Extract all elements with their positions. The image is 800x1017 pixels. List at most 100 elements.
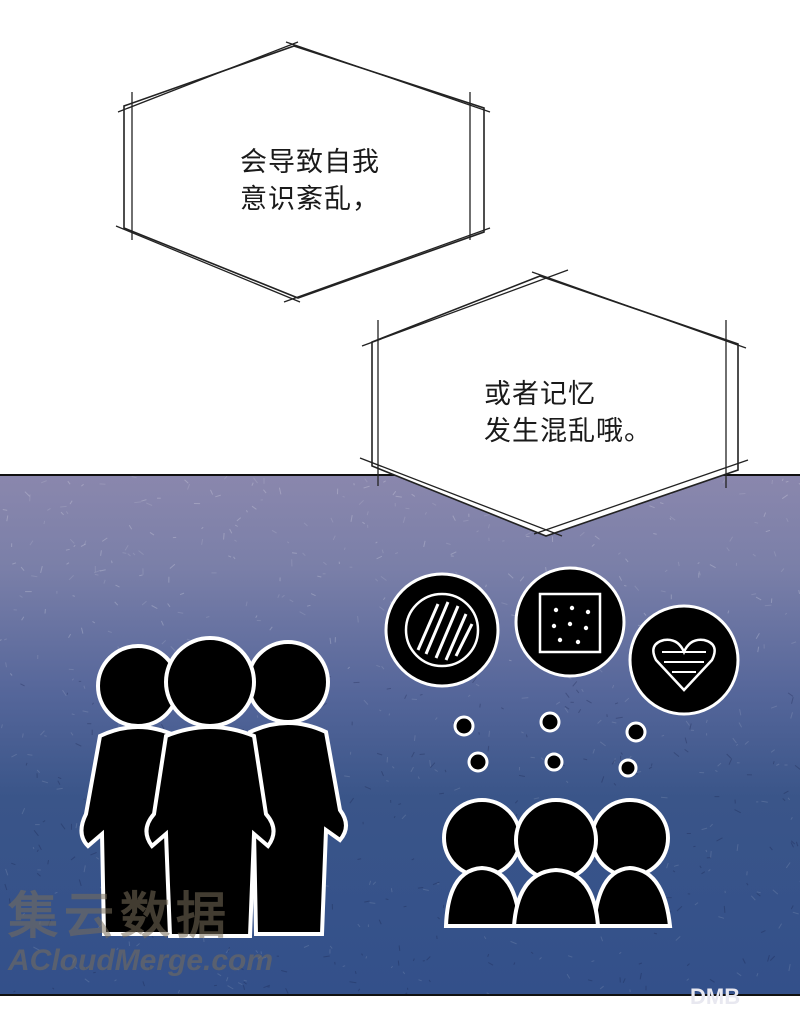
- texture-speck: [398, 803, 402, 805]
- texture-speck: [611, 759, 616, 765]
- texture-speck: [746, 882, 749, 886]
- texture-speck: [404, 992, 408, 994]
- texture-speck: [649, 505, 655, 509]
- texture-speck: [70, 732, 74, 736]
- texture-speck: [685, 720, 690, 726]
- texture-speck: [638, 962, 643, 965]
- texture-speck: [357, 615, 359, 623]
- texture-speck: [223, 476, 228, 480]
- texture-speck: [625, 558, 629, 563]
- texture-speck: [364, 478, 368, 483]
- texture-speck: [487, 953, 490, 957]
- texture-speck: [450, 551, 457, 555]
- texture-speck: [71, 678, 74, 681]
- texture-speck: [75, 823, 78, 829]
- standing-figure-right: [233, 640, 348, 936]
- texture-speck: [4, 883, 8, 891]
- texture-speck: [96, 856, 100, 860]
- bubble-1-line-1: 会导致自我: [240, 147, 380, 178]
- texture-speck: [772, 761, 775, 765]
- texture-speck: [148, 965, 151, 971]
- texture-speck: [386, 687, 392, 690]
- texture-speck: [752, 553, 756, 557]
- texture-speck: [705, 719, 708, 723]
- watermark-left-en: ACloudMerge.com: [8, 944, 274, 977]
- texture-speck: [709, 978, 715, 983]
- texture-speck: [705, 849, 708, 853]
- children-group: [442, 798, 673, 928]
- texture-speck: [639, 972, 642, 980]
- child-figure-right: [590, 798, 673, 928]
- texture-speck: [90, 851, 97, 856]
- texture-speck: [60, 505, 67, 508]
- texture-speck: [242, 985, 246, 991]
- texture-speck: [485, 584, 487, 588]
- texture-speck: [227, 985, 234, 990]
- watermark-left-cn: 集云数据: [8, 888, 232, 944]
- texture-speck: [390, 965, 394, 969]
- texture-speck: [134, 501, 142, 504]
- texture-speck: [402, 971, 406, 975]
- texture-speck: [115, 584, 120, 588]
- texture-speck: [455, 571, 458, 574]
- texture-speck: [454, 787, 461, 791]
- texture-speck: [600, 936, 604, 942]
- texture-speck: [366, 511, 369, 516]
- texture-speck: [94, 573, 99, 576]
- texture-speck: [228, 555, 232, 558]
- texture-speck: [11, 862, 16, 866]
- texture-speck: [372, 881, 377, 885]
- texture-speck: [329, 945, 333, 949]
- texture-speck: [33, 946, 40, 951]
- texture-speck: [84, 978, 90, 983]
- texture-speck: [357, 858, 362, 860]
- texture-speck: [142, 981, 145, 987]
- texture-speck: [329, 637, 332, 644]
- texture-speck: [426, 956, 431, 961]
- texture-speck: [393, 815, 396, 819]
- texture-speck: [439, 792, 444, 795]
- texture-speck: [756, 973, 759, 977]
- texture-speck: [744, 740, 749, 745]
- texture-speck: [486, 992, 490, 994]
- texture-speck: [514, 800, 519, 804]
- texture-speck: [382, 597, 386, 601]
- texture-speck: [739, 709, 742, 716]
- texture-speck: [402, 516, 406, 523]
- texture-speck: [262, 956, 267, 959]
- texture-speck: [710, 850, 712, 858]
- texture-speck: [686, 963, 690, 967]
- texture-speck: [342, 495, 345, 498]
- texture-speck: [701, 871, 706, 875]
- heart-cookie-icon: [628, 604, 740, 716]
- texture-speck: [660, 796, 668, 799]
- texture-speck: [479, 703, 481, 708]
- texture-speck: [2, 509, 8, 511]
- texture-speck: [369, 902, 376, 904]
- texture-speck: [42, 820, 46, 823]
- texture-speck: [650, 763, 653, 766]
- texture-speck: [60, 511, 64, 516]
- texture-speck: [149, 531, 155, 536]
- texture-speck: [364, 900, 370, 903]
- texture-speck: [378, 606, 385, 611]
- texture-speck: [769, 955, 776, 961]
- texture-speck: [698, 570, 701, 576]
- texture-speck: [92, 620, 96, 624]
- texture-speck: [255, 615, 258, 618]
- bubble-2-outline: [359, 269, 749, 537]
- texture-speck: [424, 512, 427, 515]
- texture-speck: [83, 540, 87, 545]
- texture-speck: [736, 844, 739, 852]
- texture-speck: [634, 585, 640, 591]
- texture-speck: [60, 823, 66, 830]
- texture-speck: [357, 988, 361, 992]
- texture-speck: [22, 733, 24, 738]
- texture-speck: [52, 987, 55, 990]
- texture-speck: [81, 483, 84, 487]
- texture-speck: [392, 490, 397, 496]
- texture-speck: [767, 954, 770, 962]
- texture-speck: [47, 507, 51, 511]
- texture-speck: [513, 962, 516, 965]
- texture-speck: [385, 898, 389, 901]
